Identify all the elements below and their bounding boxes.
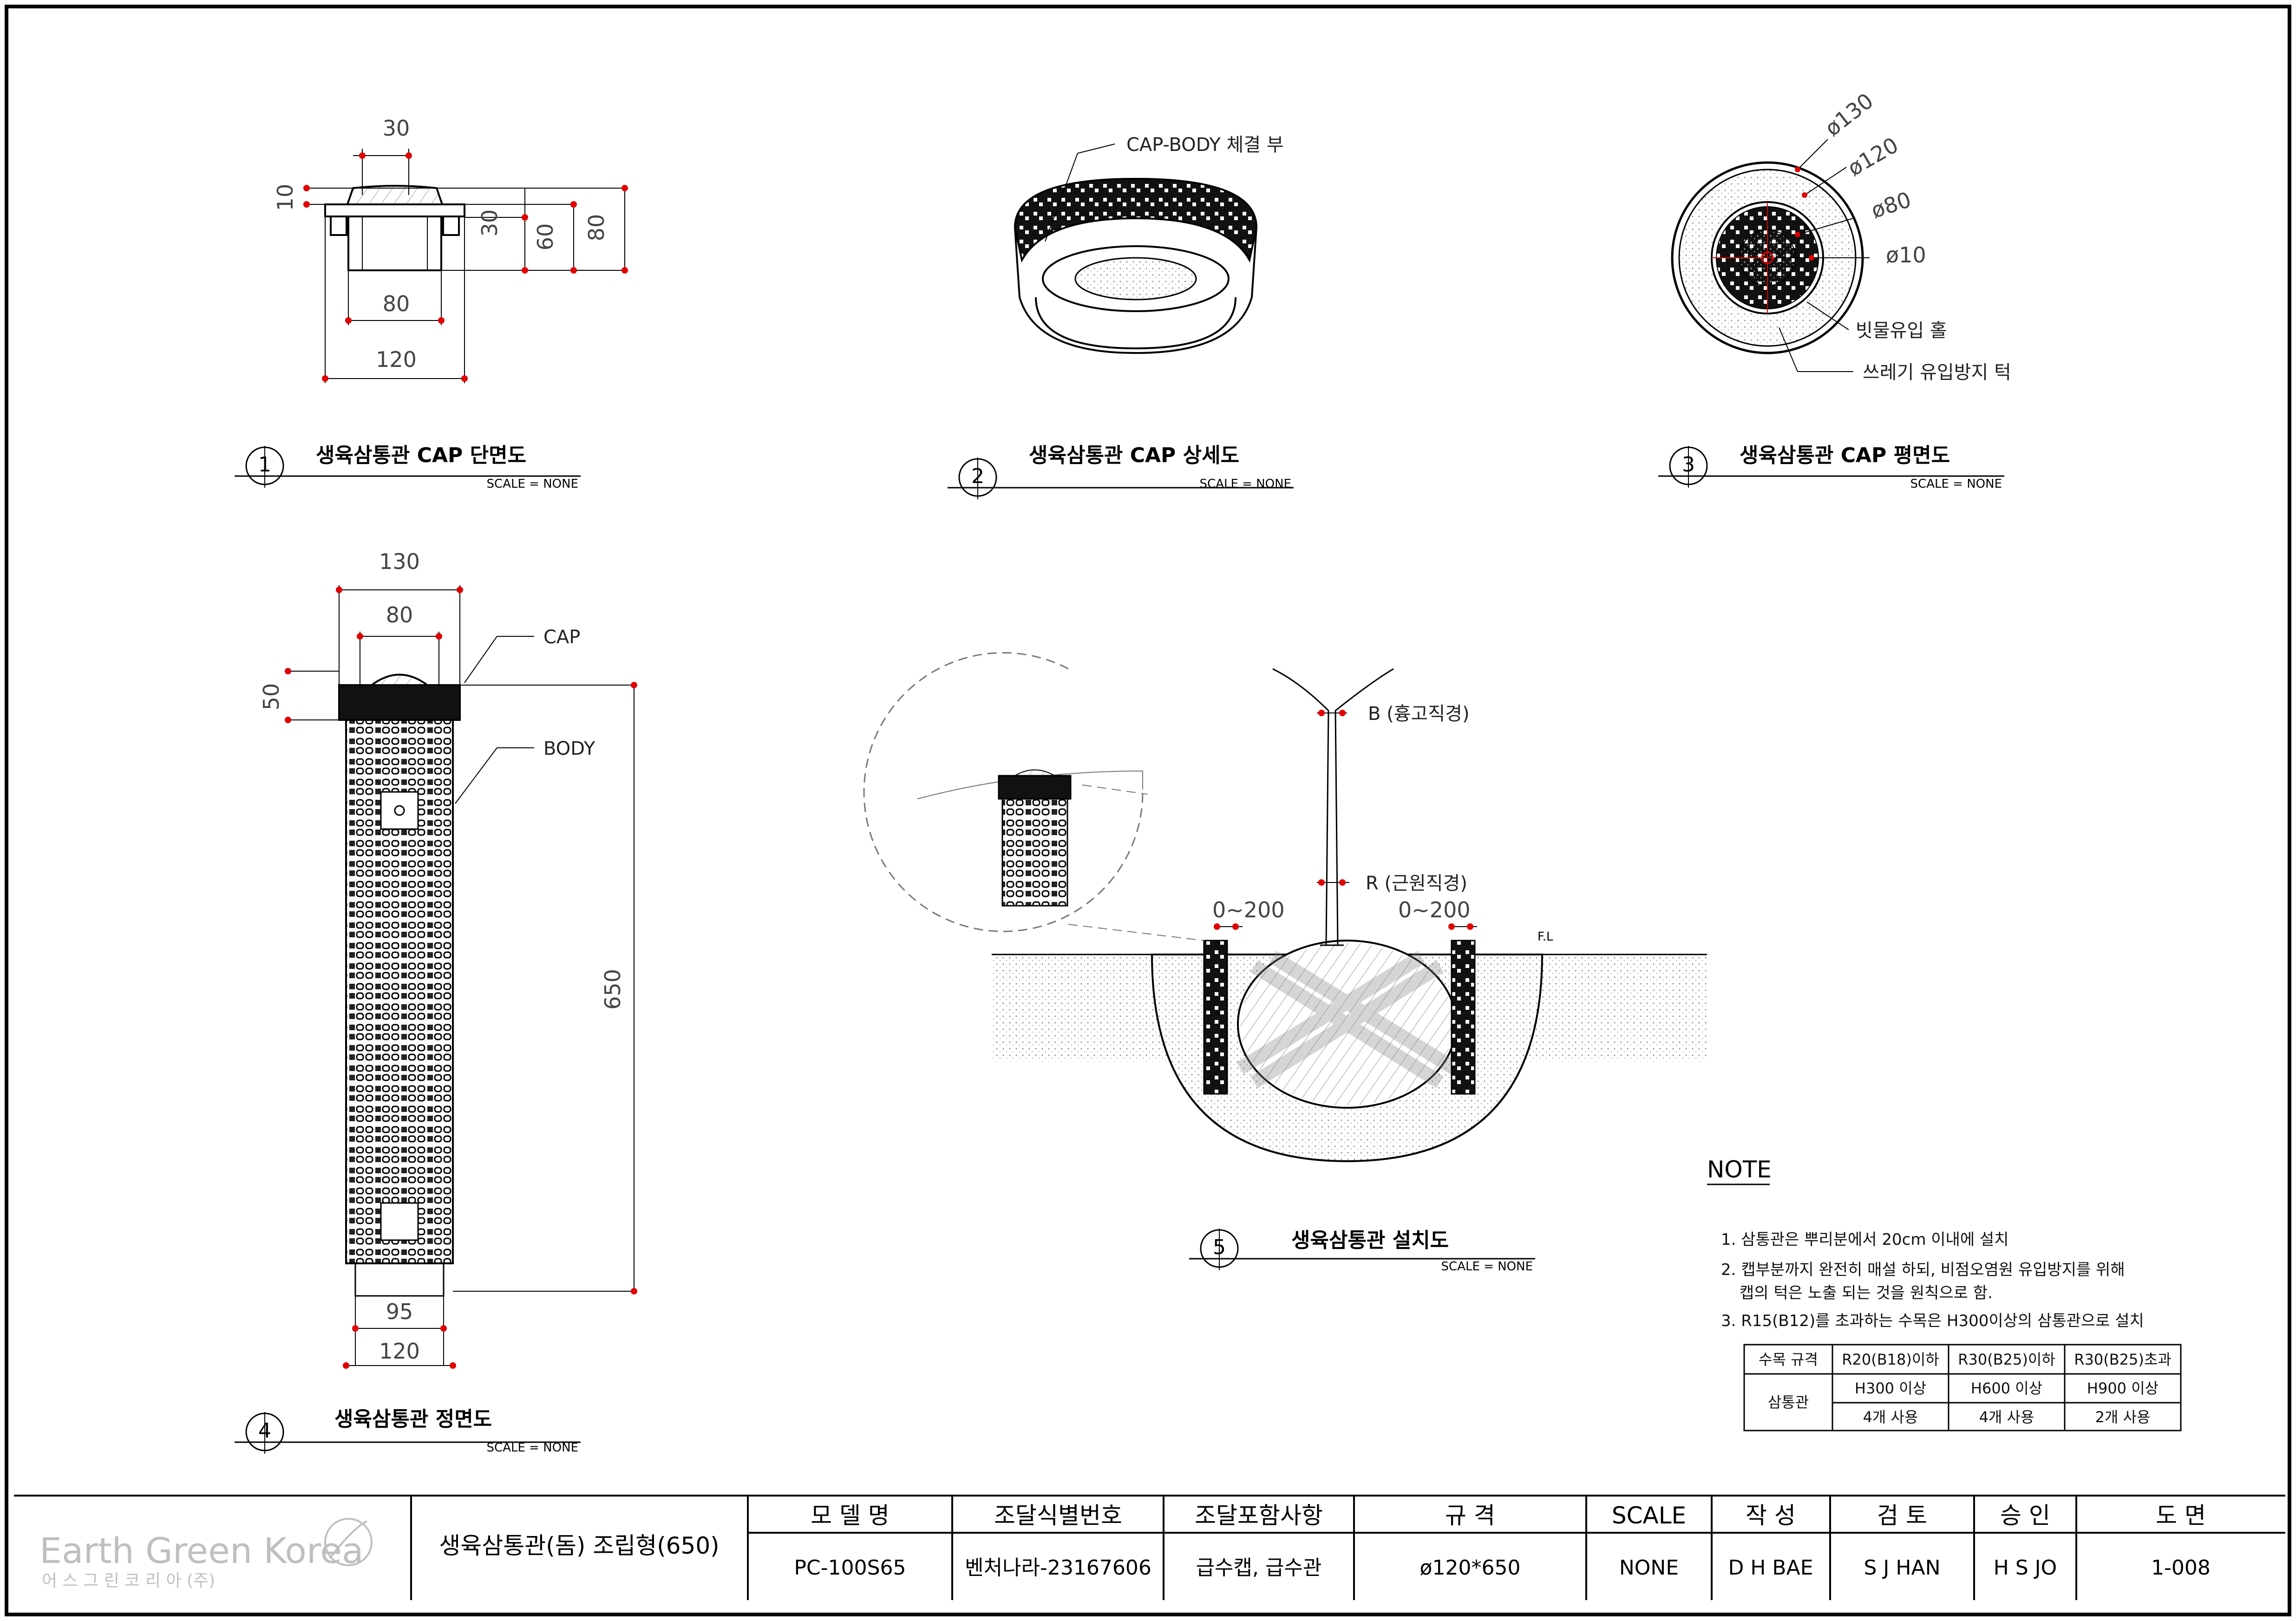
table-r1-c1: H300 이상 (1855, 1379, 1926, 1397)
header-model: 모 델 명 (811, 1502, 890, 1529)
drawing-4-front-view: 130 80 50 650 95 120 CAP BODY 4 생육삼통관 정면… (235, 549, 637, 1455)
value-sheet: 1-008 (2151, 1556, 2211, 1580)
label-left-range: 0~200 (1212, 897, 1285, 922)
dim-top-width: 30 (383, 116, 410, 141)
notes: NOTE 1. 삼통관은 뿌리분에서 20cm 이내에 설치 2. 캡부분까지 … (1707, 1156, 2182, 1431)
header-scale: SCALE (1612, 1502, 1686, 1529)
label-right-range: 0~200 (1398, 897, 1471, 922)
drawing-2-title: 생육삼통관 CAP 상세도 (1029, 444, 1239, 467)
dim-d130: ø130 (1820, 88, 1878, 141)
dim-outer-130: 130 (379, 549, 420, 574)
drawing-1-scale: SCALE = NONE (487, 477, 578, 491)
drawing-3-title: 생육삼통관 CAP 평면도 (1740, 444, 1950, 467)
table-header-3: R30(B25)초과 (2074, 1351, 2171, 1368)
header-approved: 승 인 (2000, 1502, 2050, 1529)
header-drawn: 작 성 (1746, 1502, 1796, 1529)
value-scale: NONE (1619, 1556, 1679, 1580)
value-drawn: D H BAE (1728, 1556, 1813, 1580)
notes-heading: NOTE (1707, 1156, 1772, 1183)
drawing-1-cap-section: 30 10 30 60 80 80 120 1 생육삼통관 CAP 단면도 SC… (235, 116, 628, 491)
dim-height-650: 650 (600, 969, 625, 1010)
table-header-1: R20(B18)이하 (1842, 1351, 1939, 1368)
label-cap: CAP (543, 627, 580, 648)
logo-text-en: Earth Green Korea (39, 1530, 364, 1571)
drawing-2-number: 2 (971, 464, 984, 488)
header-procurement-id: 조달식별번호 (994, 1502, 1122, 1529)
table-header-2: R30(B25)이하 (1958, 1351, 2055, 1368)
note-2-cont: 캡의 턱은 노출 되는 것을 원칙으로 함. (1740, 1284, 1993, 1302)
dim-inner-80: 80 (386, 602, 413, 627)
drawing-4-number: 4 (258, 1419, 271, 1443)
drawing-5-title: 생육삼통관 설치도 (1291, 1229, 1449, 1252)
drawing-1-title: 생육삼통관 CAP 단면도 (316, 444, 526, 467)
dim-lip: 10 (273, 184, 298, 211)
callout-debris-lip: 쓰레기 유입방지 턱 (1863, 362, 2011, 383)
table-r2-c2: 4개 사용 (1979, 1408, 2034, 1426)
label-fl: F.L (1537, 930, 1553, 944)
drawing-3-cap-plan: ø130 ø120 ø80 ø10 빗물유입 홀 쓰레기 유입방지 턱 3 생육… (1658, 88, 2011, 491)
value-checked: S J HAN (1864, 1556, 1941, 1580)
title-block: Earth Green Korea 어 스 그 린 코 리 아 (주) 생육삼통… (14, 1495, 2285, 1600)
dim-bottom-120: 120 (379, 1339, 420, 1364)
dim-cap-depth: 30 (477, 209, 502, 237)
table-r1-c2: H600 이상 (1971, 1379, 2042, 1397)
header-sheet: 도 면 (2156, 1502, 2206, 1529)
header-checked: 검 토 (1877, 1502, 1927, 1529)
table-r2-c1: 4개 사용 (1863, 1408, 1918, 1426)
table-r1-c3: H900 이상 (2087, 1379, 2159, 1397)
value-spec: ø120*650 (1420, 1556, 1521, 1580)
table-row-label: 삼통관 (1768, 1393, 1809, 1411)
product-name: 생육삼통관(돔) 조립형(650) (439, 1532, 719, 1559)
dim-d10: ø10 (1886, 242, 1926, 268)
dim-bottom-95: 95 (386, 1299, 413, 1324)
table-r2-c3: 2개 사용 (2095, 1408, 2151, 1426)
spec-table (1743, 1344, 2182, 1431)
drawing-2-cap-detail: CAP-BODY 체결 부 2 생육삼통관 CAP 상세도 SCALE = NO… (948, 134, 1294, 499)
callout-rain-hole: 빗물유입 홀 (1856, 320, 1947, 341)
drawing-3-scale: SCALE = NONE (1910, 477, 2002, 491)
drawing-4-scale: SCALE = NONE (487, 1441, 578, 1455)
label-body: BODY (543, 738, 595, 759)
drawing-4-title: 생육삼통관 정면도 (334, 1407, 492, 1431)
sheet-border (5, 5, 2291, 1616)
label-r: R (근원직경) (1366, 873, 1467, 894)
table-header-0: 수목 규격 (1759, 1351, 1818, 1368)
drawing-2-scale: SCALE = NONE (1200, 477, 1291, 491)
dim-d120: ø120 (1844, 132, 1903, 181)
note-3: 3. R15(B12)를 초과하는 수목은 H300이상의 삼통관으로 설치 (1721, 1312, 2144, 1330)
header-included-items: 조달포함사항 (1195, 1502, 1323, 1529)
label-b: B (흉고직경) (1368, 703, 1470, 725)
dim-inner-depth: 60 (533, 223, 558, 251)
dim-outer-width: 120 (376, 347, 417, 372)
value-included-items: 급수캡, 급수관 (1196, 1556, 1322, 1580)
value-model: PC-100S65 (794, 1556, 906, 1580)
drawing-5-scale: SCALE = NONE (1441, 1260, 1533, 1274)
callout-cap-body: CAP-BODY 체결 부 (1126, 134, 1284, 156)
dim-inner-width: 80 (383, 291, 410, 316)
note-2: 2. 캡부분까지 완전히 매설 하되, 비점오염원 유입방지를 위해 (1721, 1261, 2125, 1279)
dim-d80: ø80 (1868, 187, 1914, 223)
drawing-5-number: 5 (1213, 1235, 1226, 1259)
header-spec: 규 격 (1445, 1502, 1495, 1529)
dim-total-height: 80 (584, 214, 609, 242)
value-approved: H S JO (1994, 1556, 2057, 1580)
dim-cap-50: 50 (259, 683, 284, 711)
drawing-3-number: 3 (1682, 453, 1695, 477)
drawing-1-number: 1 (258, 453, 271, 477)
value-procurement-id: 벤처나라-23167606 (965, 1556, 1151, 1580)
logo-text-ko: 어 스 그 린 코 리 아 (주) (42, 1571, 215, 1590)
note-1: 1. 삼통관은 뿌리분에서 20cm 이내에 설치 (1721, 1230, 2008, 1249)
drawing-5-installation: B (흉고직경) R (근원직경) 0~200 0~200 F.L 5 생육삼통… (863, 652, 1707, 1274)
